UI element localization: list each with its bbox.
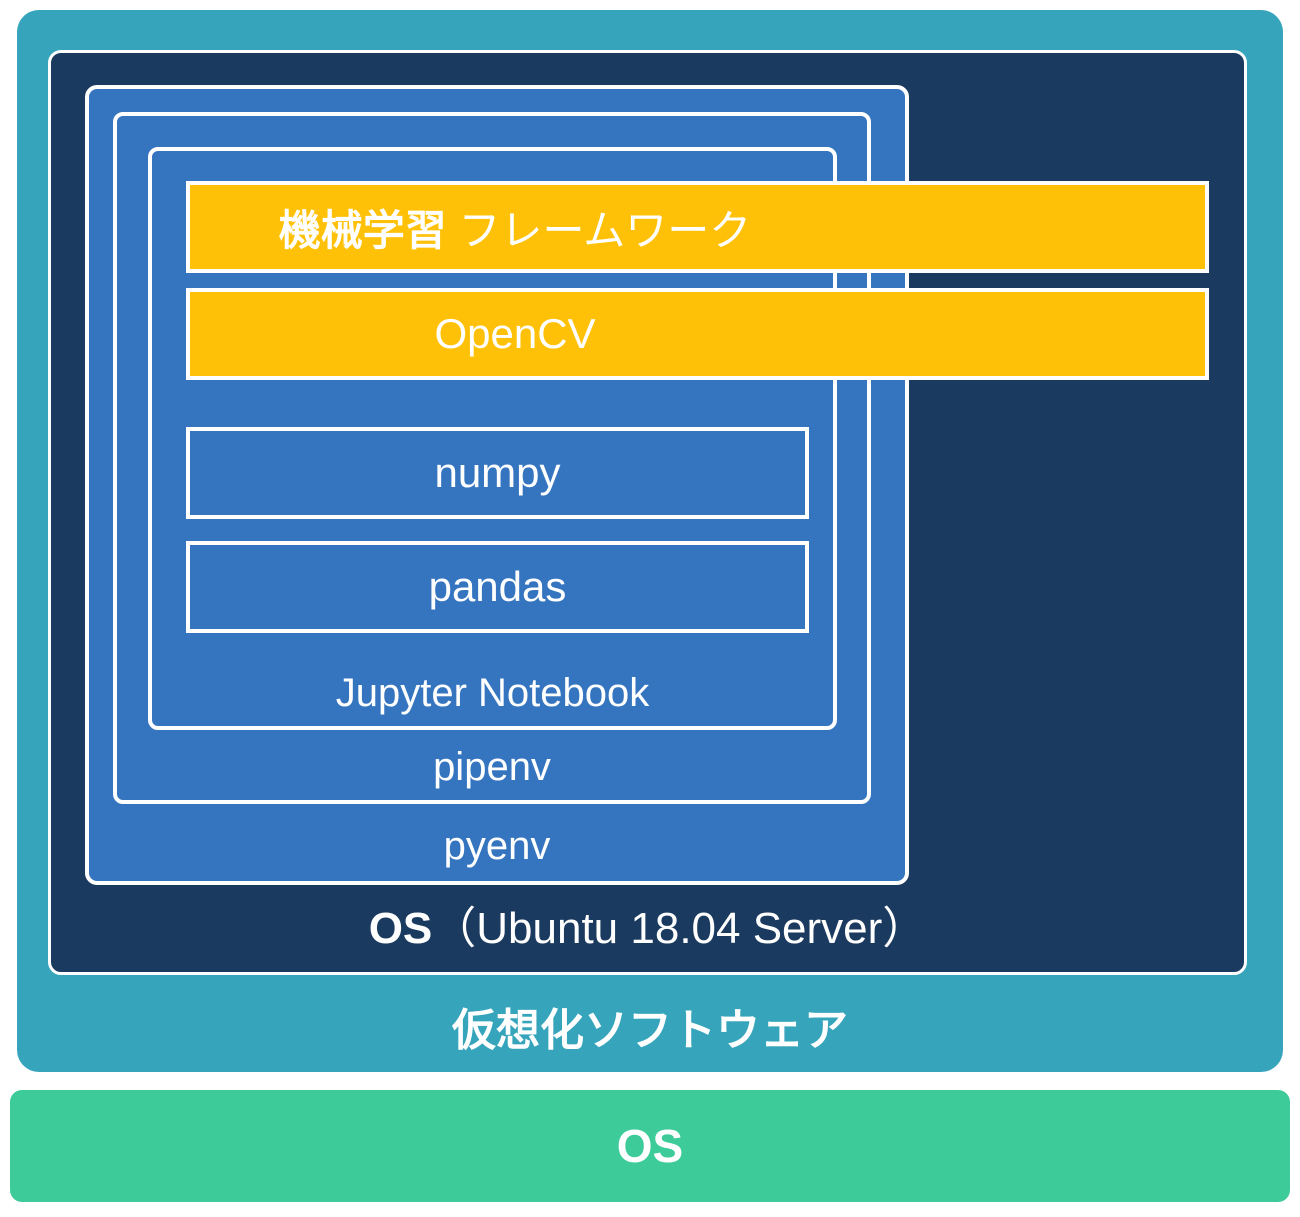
opencv-box: OpenCV <box>186 288 1209 380</box>
guest-os-label-strong: OS <box>368 904 433 953</box>
ml-framework-box: 機械学習 フレームワーク <box>186 181 1209 273</box>
virtualization-layer: 機械学習 フレームワーク OpenCV numpy pandas <box>17 10 1283 1072</box>
pyenv-layer: 機械学習 フレームワーク OpenCV numpy pandas <box>85 85 1209 885</box>
jupyter-notebook-layer: 機械学習 フレームワーク OpenCV numpy pandas <box>148 147 1209 730</box>
pandas-box: pandas <box>186 541 809 633</box>
host-os-label: OS <box>616 1120 684 1172</box>
pipenv-label: pipenv <box>433 745 551 789</box>
ml-framework-label-kana: フレームワーク <box>446 206 752 254</box>
numpy-box: numpy <box>186 427 809 519</box>
guest-os-layer: 機械学習 フレームワーク OpenCV numpy pandas <box>48 50 1247 975</box>
pyenv-label: pyenv <box>443 824 551 868</box>
pandas-label: pandas <box>428 563 567 610</box>
virtualization-label: 仮想化ソフトウェア <box>452 1006 848 1055</box>
guest-os-label: OS（Ubuntu 18.04 Server） <box>51 892 1244 956</box>
opencv-label: OpenCV <box>434 310 596 357</box>
numpy-label: numpy <box>434 449 561 496</box>
jupyter-notebook-label: Jupyter Notebook <box>335 671 650 715</box>
host-os-layer: OS <box>10 1090 1290 1202</box>
ml-framework-label: 機械学習 フレームワーク <box>190 197 840 258</box>
guest-os-label-rest: （Ubuntu 18.04 Server） <box>432 904 927 953</box>
pipenv-layer: 機械学習 フレームワーク OpenCV numpy pandas <box>113 112 1209 804</box>
ml-framework-label-kanji: 機械学習 <box>278 206 447 254</box>
